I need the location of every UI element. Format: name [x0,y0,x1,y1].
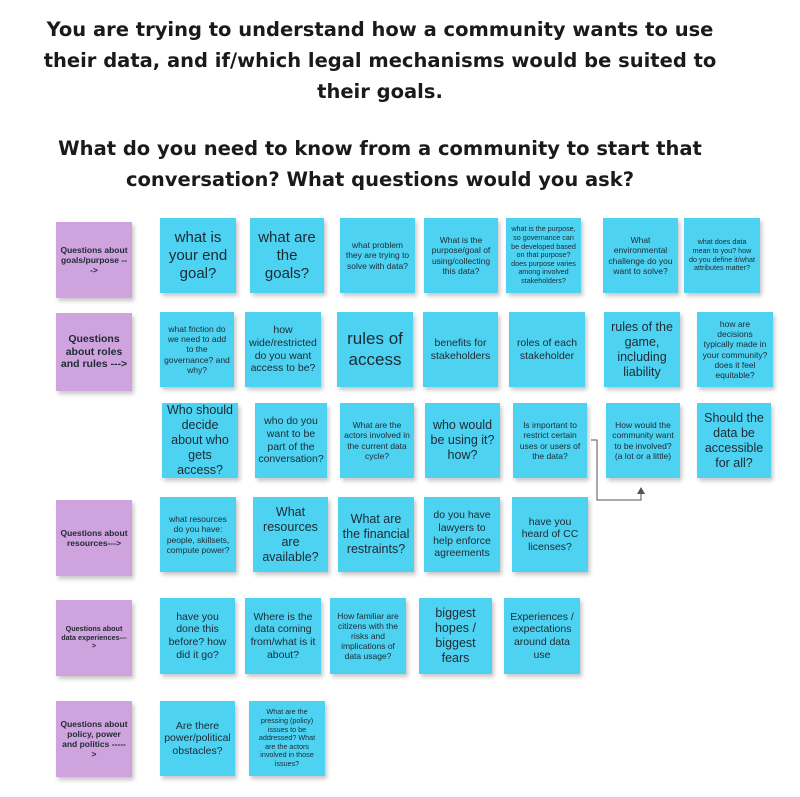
question-note-financial[interactable]: What are the financial restraints? [338,497,414,572]
question-note-benefits[interactable]: benefits for stakeholders [423,312,498,387]
question-note-goals[interactable]: what are the goals? [250,218,324,293]
question-note-data-source[interactable]: Where is the data coming from/what is it… [245,598,321,674]
question-note-purpose-governance[interactable]: what is the purpose, so governance can b… [506,218,581,293]
question-note-problem[interactable]: what problem they are trying to solve wi… [340,218,415,293]
category-note-resources[interactable]: Questions about resources---> [56,500,132,576]
question-note-friction[interactable]: what friction do we need to add to the g… [160,312,234,387]
question-note-done-before[interactable]: have you done this before? how did it go… [160,598,235,674]
question-note-restrict-uses[interactable]: Is important to restrict certain uses or… [513,403,587,478]
question-note-end-goal[interactable]: what is your end goal? [160,218,236,293]
category-note-data-experiences[interactable]: Questions about data experiences---> [56,600,132,676]
question-note-hopes-fears[interactable]: biggest hopes / biggest fears [419,598,492,674]
question-note-accessible[interactable]: Should the data be accessible for all? [697,403,771,478]
category-note-goals[interactable]: Questions about goals/purpose ---> [56,222,132,298]
question-note-familiarity[interactable]: How familiar are citizens with the risks… [330,598,406,674]
question-note-cc-licenses[interactable]: have you heard of CC licenses? [512,497,588,572]
question-note-environmental[interactable]: What environmental challenge do you want… [603,218,678,293]
question-note-lawyers[interactable]: do you have lawyers to help enforce agre… [424,497,500,572]
category-note-policy[interactable]: Questions about policy, power and politi… [56,701,132,777]
question-note-political-obstacles[interactable]: Are there power/political obstacles? [160,701,235,776]
question-note-who-uses[interactable]: who would be using it? how? [425,403,500,478]
category-note-roles[interactable]: Questions about roles and rules ---> [56,313,132,391]
question-note-who-decides[interactable]: Who should decide about who gets access? [162,403,238,478]
question-note-resources-have[interactable]: what resources do you have: people, skil… [160,497,236,572]
question-heading: What do you need to know from a communit… [58,137,702,191]
question-note-policy-issues[interactable]: What are the pressing (policy) issues to… [249,701,325,776]
question-note-access-width[interactable]: how wide/restricted do you want access t… [245,312,321,387]
question-note-data-meaning[interactable]: what does data mean to you? how do you d… [684,218,760,293]
question-note-purpose-goal[interactable]: What is the purpose/goal of using/collec… [424,218,498,293]
prompt-heading: You are trying to understand how a commu… [43,18,717,103]
question-note-conversation[interactable]: who do you want to be part of the conver… [255,403,327,478]
question-note-roles[interactable]: roles of each stakeholder [509,312,585,387]
question-note-decisions[interactable]: how are decisions typically made in your… [697,312,773,387]
question-note-resources-available[interactable]: What resources are available? [253,497,328,572]
question-note-rules-of-game[interactable]: rules of the game, including liability [604,312,680,387]
question-note-rules-of-access[interactable]: rules of access [337,312,413,387]
question-note-expectations[interactable]: Experiences / expectations around data u… [504,598,580,674]
question-note-actors[interactable]: What are the actors involved in the curr… [340,403,414,478]
question-note-community-involvement[interactable]: How would the community want to be invol… [606,403,680,478]
